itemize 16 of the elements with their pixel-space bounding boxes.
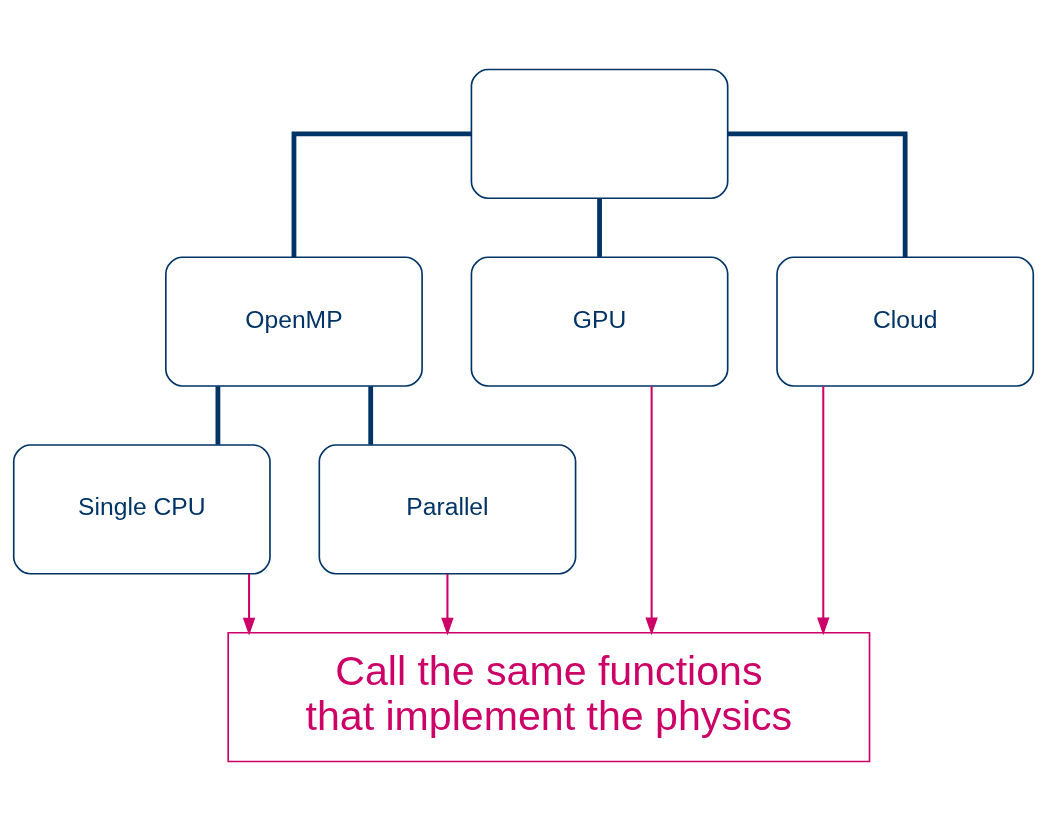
node-box: GPU bbox=[470, 255, 729, 387]
connector bbox=[597, 198, 602, 257]
arrow bbox=[817, 385, 830, 635]
arrow bbox=[441, 573, 454, 635]
connector bbox=[215, 385, 221, 445]
connector bbox=[727, 131, 908, 257]
arrow bbox=[242, 573, 256, 635]
connector bbox=[368, 385, 374, 445]
node-box bbox=[470, 68, 729, 199]
node-box: Cloud bbox=[776, 255, 1035, 387]
node-box: Parallel bbox=[318, 443, 577, 575]
node-box: Call the same functions that implement the physics bbox=[227, 631, 871, 762]
arrow bbox=[645, 385, 658, 635]
node-box: Single CPU bbox=[12, 443, 271, 575]
connector bbox=[291, 131, 472, 257]
node-box: OpenMP bbox=[165, 255, 423, 387]
